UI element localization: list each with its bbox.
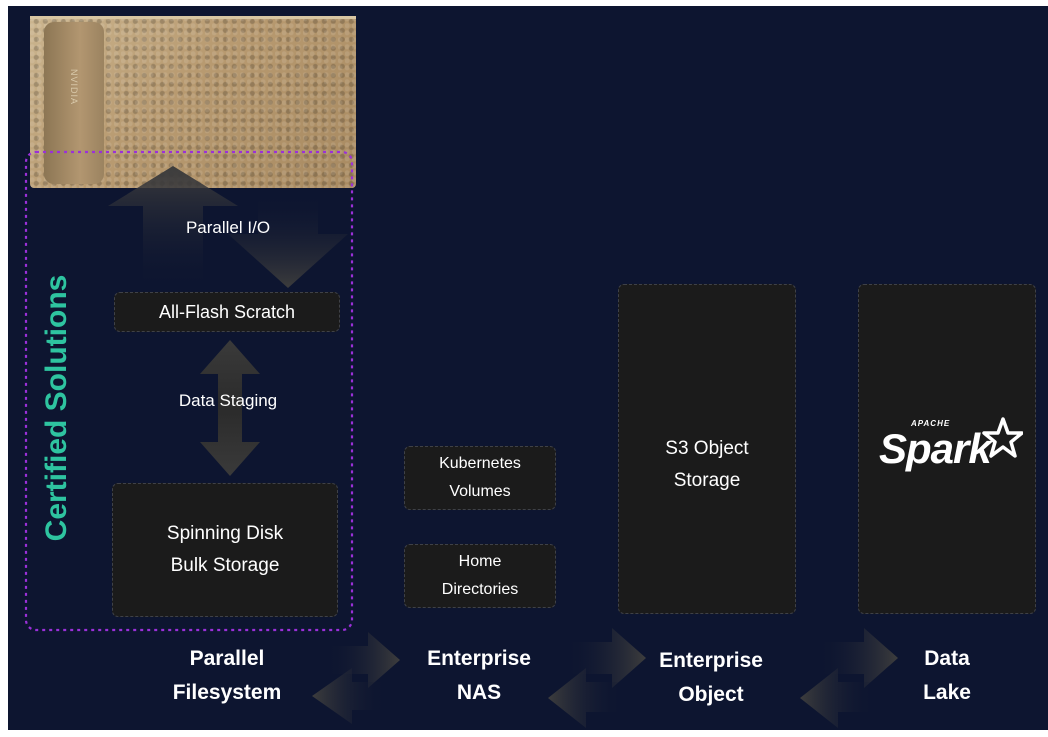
spark-logo-text: Spark — [879, 425, 992, 472]
spinning-disk-box: Spinning Disk Bulk Storage — [112, 483, 338, 617]
arrow-nas-to-object — [568, 628, 646, 688]
parallel-io-up-arrow — [108, 166, 238, 286]
diagram-canvas: NVIDIA — [8, 6, 1048, 730]
arrow-object-to-nas — [548, 668, 620, 728]
hardware-panel: NVIDIA — [30, 16, 356, 188]
bottom-label-enterprise-object: Enterprise Object — [659, 649, 763, 706]
parallel-io-down-arrow — [228, 196, 348, 288]
data-staging-arrow — [200, 340, 260, 476]
all-flash-scratch-label: All-Flash Scratch — [158, 301, 296, 322]
arrow-object-to-lake — [820, 628, 898, 688]
hardware-handle: NVIDIA — [44, 22, 104, 184]
bottom-label-parallel-filesystem: Parallel Filesystem — [172, 647, 282, 704]
spark-apache-text: APACHE — [911, 419, 951, 428]
kubernetes-volumes-label: Kubernetes Volumes — [439, 455, 521, 500]
kubernetes-volumes-box: Kubernetes Volumes — [404, 446, 556, 510]
bottom-label-enterprise-nas: Enterprise NAS — [427, 647, 531, 704]
data-staging-label: Data Staging — [178, 391, 278, 410]
s3-object-storage-box: S3 Object Storage — [618, 284, 796, 614]
arrow-lake-to-object — [800, 668, 872, 728]
spark-logo: APACHE Spark — [873, 415, 1023, 481]
certified-solutions-outline — [24, 150, 354, 632]
home-directories-box: Home Directories — [404, 544, 556, 608]
parallel-io-label: Parallel I/O — [185, 218, 271, 237]
hardware-top-edge — [30, 16, 356, 19]
s3-object-storage-label: S3 Object Storage — [665, 438, 749, 491]
spinning-disk-label: Spinning Disk Bulk Storage — [166, 523, 284, 576]
bottom-label-data-lake: Data Lake — [923, 647, 971, 704]
star-icon — [982, 417, 1023, 458]
arrow-nas-to-parallel — [312, 668, 384, 724]
spark-box: APACHE Spark — [858, 284, 1036, 614]
arrows-layer — [24, 150, 898, 728]
all-flash-scratch-box: All-Flash Scratch — [114, 292, 340, 332]
home-directories-label: Home Directories — [441, 553, 519, 598]
